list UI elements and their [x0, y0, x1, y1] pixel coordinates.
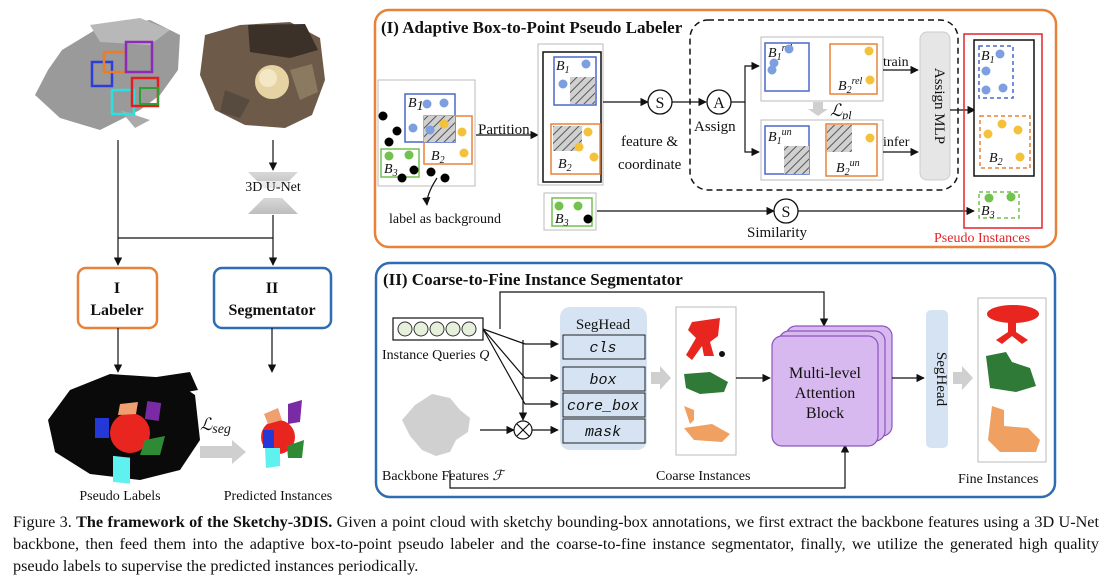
coarse-instances-image: [675, 306, 737, 456]
pseudo-labels-image: [48, 372, 200, 484]
input-point-cloud: [35, 18, 180, 130]
seghead-item-mask: mask: [585, 424, 621, 441]
segmentator-number: II: [266, 280, 278, 297]
instance-queries-label: Instance Queries: [382, 348, 479, 363]
partition-label: Partition: [478, 122, 530, 138]
partitioned-boxes: B1 B2: [537, 43, 604, 186]
assign-label: Assign: [694, 119, 736, 135]
segmentator-box: II Segmentator: [212, 266, 333, 330]
unlabeled-boxes: B1un B2un: [760, 119, 884, 181]
similarity-label: Similarity: [747, 225, 808, 241]
pseudo-labels-label: Pseudo Labels: [79, 489, 160, 504]
seghead-item-cls: cls: [589, 340, 616, 357]
seghead-vertical-label: SegHead: [933, 352, 949, 407]
pseudo-instances-label: Pseudo Instances: [934, 231, 1030, 246]
seghead-item-box: box: [589, 372, 616, 389]
pseudo-instances-box: B1 B2 B3: [963, 33, 1043, 229]
seghead-vertical: [926, 310, 948, 448]
fine-instances-image: [977, 297, 1047, 463]
unet-label: 3D U-Net: [245, 180, 301, 195]
attention-line-2: Attention: [795, 385, 855, 402]
unet-icon: 3D U-Net: [245, 172, 301, 214]
caption-label: Figure 3.: [13, 513, 72, 531]
backbone-label: Backbone Features: [382, 469, 492, 484]
left-column: 3D U-Net I Labeler II Segmentator: [35, 18, 333, 504]
coordinate-label: coordinate: [618, 157, 682, 173]
panel1-title: (I) Adaptive Box-to-Point Pseudo Labeler: [381, 18, 683, 37]
predicted-instances-image: [261, 400, 304, 468]
panel-labeler: (I) Adaptive Box-to-Point Pseudo Labeler…: [373, 8, 1058, 249]
svg-text:Instance Queries Q: Instance Queries Q: [382, 348, 489, 363]
relation-boxes: B1rel B2rel: [760, 36, 884, 102]
b3-box: B3: [543, 192, 597, 231]
seghead-title: SegHead: [576, 317, 631, 333]
loss-seg-arrow: ℒseg: [200, 415, 246, 464]
caption-text: Given a point cloud with sketchy boundin…: [13, 513, 1099, 575]
backbone-features-image: [402, 394, 470, 456]
predicted-instances-label: Predicted Instances: [224, 489, 332, 504]
panel2-title: (II) Coarse-to-Fine Instance Segmentator: [383, 270, 683, 289]
segmentator-name: Segmentator: [228, 302, 315, 319]
feature-label: feature &: [621, 134, 678, 150]
coarse-instances-label: Coarse Instances: [656, 469, 750, 484]
figure-caption: Figure 3. The framework of the Sketchy-3…: [13, 511, 1099, 577]
caption-title: The framework of the Sketchy-3DIS.: [76, 513, 333, 531]
assign-mlp-label: Assign MLP: [931, 68, 947, 144]
assign-op: A: [713, 95, 725, 112]
attention-line-3: Block: [806, 405, 844, 422]
labeler-name: Labeler: [90, 302, 143, 319]
svg-text:ℒseg: ℒseg: [200, 415, 231, 437]
similarity-op-2: S: [782, 204, 791, 221]
labeler-box: I Labeler: [76, 266, 159, 330]
fine-instances-label: Fine Instances: [958, 472, 1038, 487]
train-label: train: [883, 55, 909, 70]
input-rgb-scan: [200, 22, 325, 128]
attention-line-1: Multi-level: [789, 365, 862, 382]
input-boxes-scene: B1 B2 B3: [377, 79, 476, 187]
label-as-background: label as background: [389, 212, 501, 227]
attention-block: Multi-level Attention Block: [771, 325, 893, 447]
panel-segmentator: (II) Coarse-to-Fine Instance Segmentator…: [374, 261, 1057, 499]
similarity-op-1: S: [656, 95, 665, 112]
instance-queries: [392, 317, 484, 341]
svg-text:Backbone Features ℱ: Backbone Features ℱ: [382, 469, 506, 484]
seghead-item-core-box: core_box: [567, 398, 639, 415]
seghead-block: SegHead cls box core_box mask: [560, 307, 647, 450]
infer-label: infer: [883, 135, 910, 150]
svg-text:ℒpl: ℒpl: [830, 101, 852, 122]
svg-text:B1: B1: [408, 96, 424, 114]
labeler-number: I: [114, 280, 120, 297]
framework-figure: 3D U-Net I Labeler II Segmentator: [35, 8, 1058, 504]
